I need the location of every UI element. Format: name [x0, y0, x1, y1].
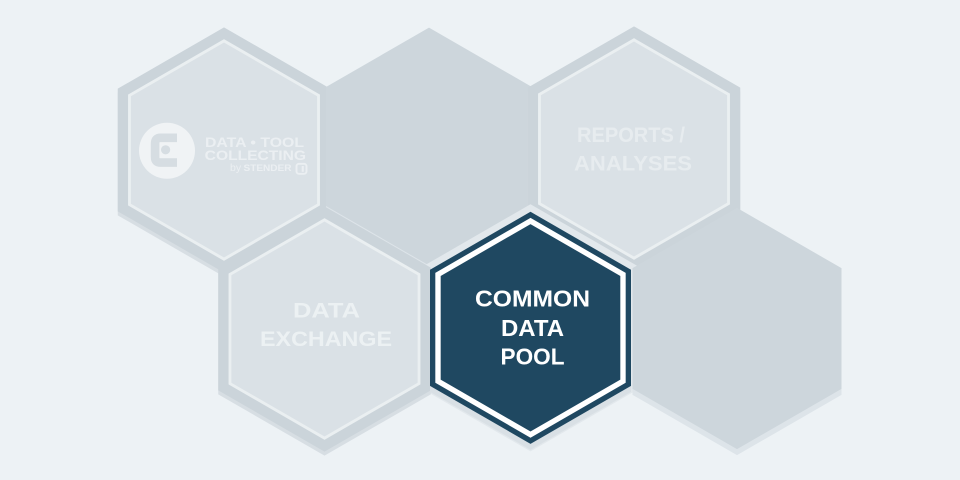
- svg-text:POOL: POOL: [501, 344, 565, 370]
- svg-text:EXCHANGE: EXCHANGE: [260, 327, 392, 351]
- svg-text:DATA: DATA: [293, 299, 360, 323]
- svg-text:by: by: [230, 162, 242, 174]
- svg-text:COMMON: COMMON: [475, 286, 590, 312]
- svg-text:DATA • TOOL: DATA • TOOL: [205, 135, 304, 151]
- svg-text:REPORTS /: REPORTS /: [577, 123, 685, 147]
- svg-text:COLLECTING: COLLECTING: [205, 148, 306, 164]
- svg-text:STENDER: STENDER: [244, 162, 292, 173]
- svg-text:ANALYSES: ANALYSES: [574, 152, 692, 176]
- svg-text:DATA: DATA: [501, 315, 564, 341]
